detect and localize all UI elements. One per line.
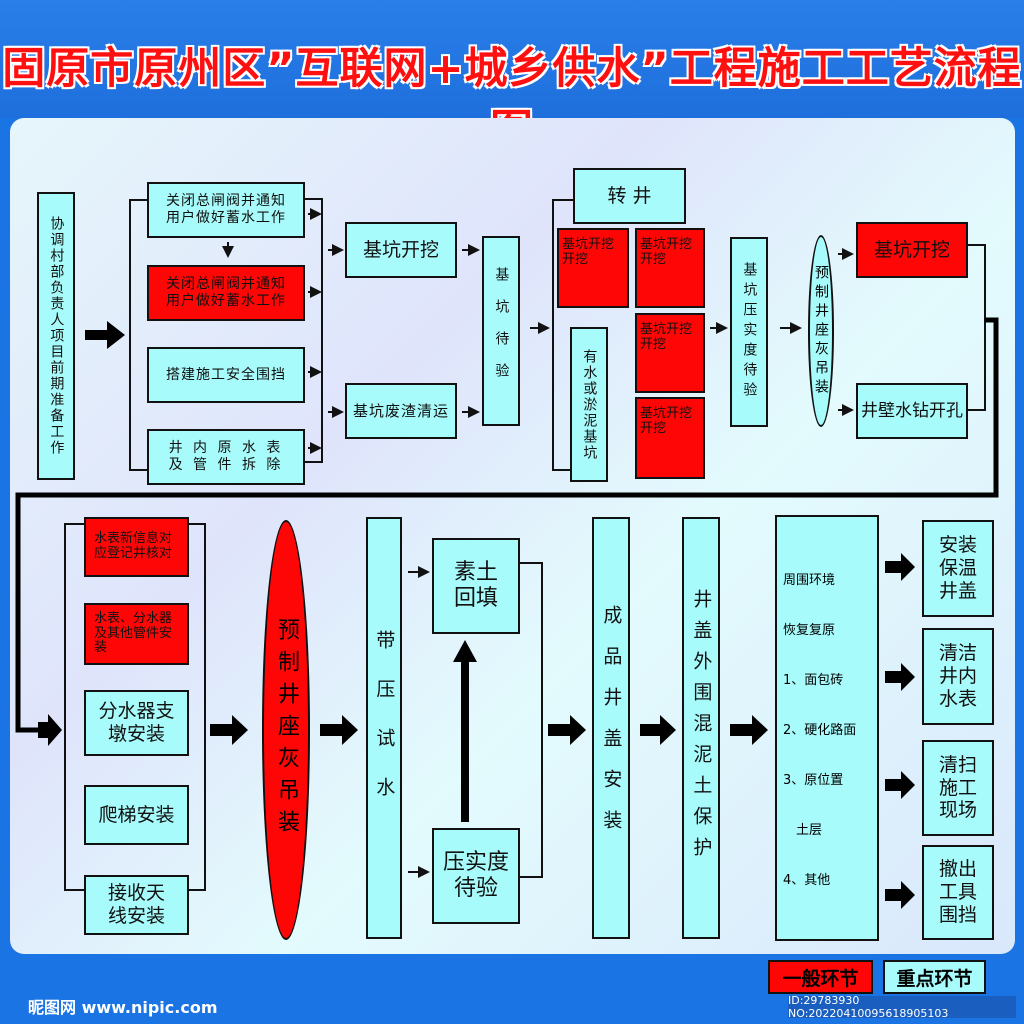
- restore-item: 1、面包砖: [783, 673, 844, 688]
- pit-waste-box: 基坑废渣清运: [345, 383, 457, 439]
- red-dig-box: 基坑开挖开挖: [635, 313, 705, 393]
- final-step-box: 安装保温井盖: [922, 520, 994, 617]
- transfer-well-box: 转 井: [573, 168, 686, 224]
- restore-item: 恢复复原: [783, 623, 836, 638]
- wet-pit-box: 有水或淤泥基坑: [570, 327, 608, 482]
- antenna-box: 接收天线安装: [84, 875, 189, 935]
- compaction-wait-box: 基坑压实度待验: [730, 237, 768, 427]
- prep-work-box: 协调村部负责人项目前期准备工作: [37, 192, 75, 480]
- restore-item: 土层: [783, 823, 823, 838]
- close-valve-key-box: 关闭总闸阀并通知用户做好蓄水工作: [147, 182, 305, 238]
- meter-install-box: 水表、分水器及其他管件安装: [84, 603, 189, 665]
- watermark: 昵图网 www.nipic.com: [28, 998, 218, 1017]
- final-step-box: 撤出工具围挡: [922, 845, 994, 940]
- prefab-hoist-red-oval: 预制井座灰吊装: [262, 520, 310, 940]
- close-valve-general-box: 关闭总闸阀并通知用户做好蓄水工作: [147, 265, 305, 321]
- ladder-box: 爬梯安装: [84, 785, 189, 845]
- restore-item: 4、其他: [783, 873, 831, 888]
- cover-install-box: 成品井盖安装: [592, 517, 630, 939]
- final-step-box: 清洁井内水表: [922, 628, 994, 725]
- final-step-box: 清扫施工现场: [922, 740, 994, 836]
- red-dig-box: 基坑开挖开挖: [635, 228, 705, 308]
- meter-info-box: 水表新信息对应登记井核对: [84, 517, 189, 577]
- compaction-box: 压实度待验: [432, 828, 520, 924]
- pressure-test-box: 带压试水: [366, 517, 402, 939]
- red-dig-box: 基坑开挖开挖: [635, 397, 705, 479]
- concrete-protect-box: 井盖外围混泥土保护: [682, 517, 720, 939]
- header: [0, 0, 1024, 118]
- legend-general: 一般环节: [768, 960, 873, 994]
- pit-wait-box: 基坑待验: [482, 236, 520, 426]
- image-id-text: ID:29783930 NO:20220410095618905103: [788, 994, 1016, 1020]
- safety-fence-box: 搭建施工安全围挡: [147, 347, 305, 403]
- backfill-box: 素土回填: [432, 538, 520, 634]
- prefab-hoist-oval: 预制井座灰吊装: [808, 235, 834, 427]
- splitter-box: 分水器支墩安装: [84, 690, 189, 756]
- restore-environment-box: 周围环境 恢复复原 1、面包砖 2、硬化路面 3、原位置 土层 4、其他: [775, 515, 879, 941]
- drill-hole-box: 井壁水钻开孔: [856, 383, 968, 439]
- pit-dig-red-box: 基坑开挖: [856, 222, 968, 278]
- page-title: 固原市原州区”互联网+城乡供水”工程施工工艺流程图: [1, 43, 1022, 157]
- restore-item: 周围环境: [783, 573, 836, 588]
- restore-item: 2、硬化路面: [783, 723, 857, 738]
- restore-item: 3、原位置: [783, 773, 844, 788]
- red-dig-box: 基坑开挖开挖: [557, 228, 629, 308]
- remove-meter-box: 井 内 原 水 表 及 管 件 拆 除: [147, 429, 305, 485]
- pit-dig-box: 基坑开挖: [345, 222, 457, 278]
- legend-key: 重点环节: [883, 960, 986, 994]
